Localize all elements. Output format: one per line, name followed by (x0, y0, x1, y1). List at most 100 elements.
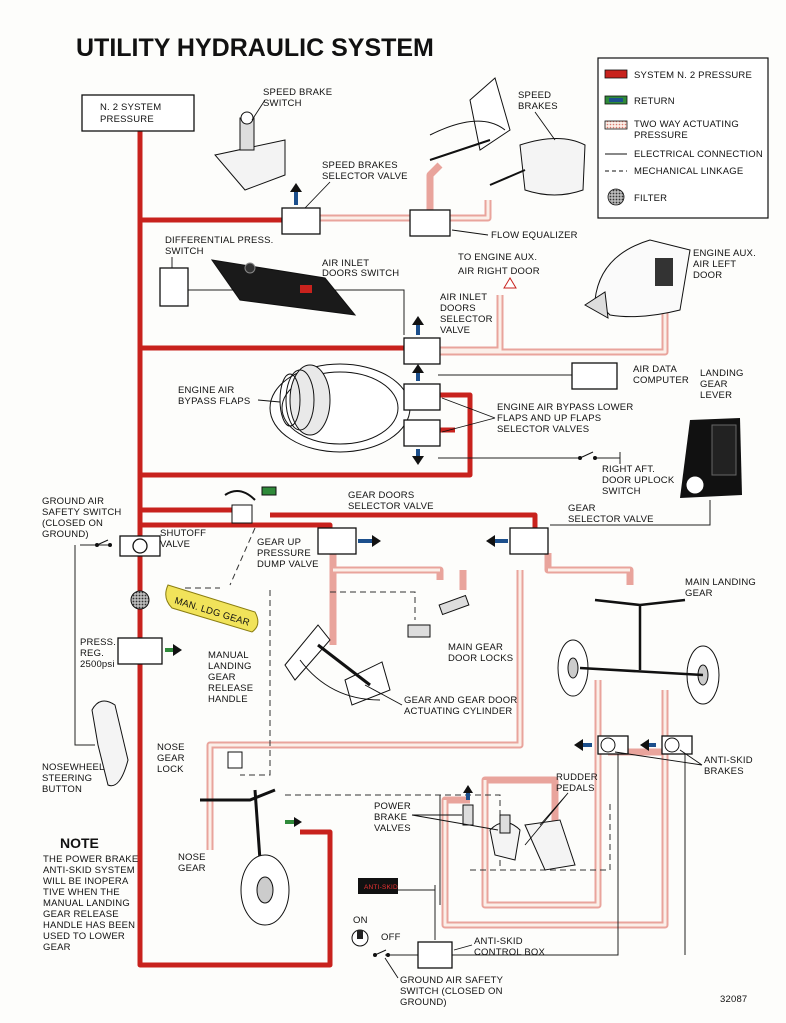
legend-swatch-two-way (604, 120, 628, 130)
legend-label-two-way-2: PRESSURE (634, 130, 688, 141)
note-line: ANTI-SKID SYSTEM (43, 865, 135, 876)
ground-air-safety-label: GROUND AIR (42, 496, 104, 507)
main-landing-gear-label: MAIN LANDING (685, 577, 756, 588)
anti-skid-brakes-label-2: BRAKES (704, 766, 744, 777)
right-aft-door-label-2: DOOR UPLOCK (602, 475, 675, 486)
dump-valve-label: GEAR UP (257, 537, 301, 548)
gear-door-cylinder-illustration (284, 624, 391, 706)
ground-air-safety-label-4: GROUND) (42, 529, 89, 540)
switch-off-label: OFF (381, 932, 401, 943)
dump-valve-label-3: DUMP VALVE (257, 559, 319, 570)
engine-aux-left-door-illustration (584, 239, 691, 319)
right-aft-door-label-3: SWITCH (602, 486, 641, 497)
bypass-upper-selector-valve (403, 383, 441, 411)
door-locks-label-2: DOOR LOCKS (448, 653, 513, 664)
door-locks-label: MAIN GEAR (448, 642, 503, 653)
press-reg-label-3: 2500psi (80, 659, 115, 670)
engine-air-bypass-flaps-illustration (269, 363, 411, 453)
nose-gear-lock-label-2: GEAR (157, 753, 185, 764)
manual-release-label-5: HANDLE (208, 694, 248, 705)
legend-label-two-way: TWO WAY ACTUATING (634, 119, 739, 130)
engine-aux-left-label: ENGINE AUX. (693, 248, 756, 259)
speed-brakes-selector-valve (281, 207, 321, 235)
air-inlet-selector-label-4: VALVE (440, 325, 470, 336)
landing-gear-lever-label: LANDING (700, 368, 744, 379)
nosewheel-steering-label: NOSEWHEEL (42, 762, 105, 773)
anti-skid-indicator (358, 878, 398, 894)
press-reg-valve (117, 637, 163, 665)
dump-valve-label-2: PRESSURE (257, 548, 311, 559)
legend-label-filter: FILTER (634, 193, 667, 204)
anti-skid-brakes-label: ANTI-SKID (704, 755, 753, 766)
switch-on-label: ON (353, 915, 368, 926)
speed-brakes-label: SPEED (518, 90, 551, 101)
speed-brakes-selector-label-2: SELECTOR VALVE (322, 171, 408, 182)
main-landing-gear-illustration (557, 598, 720, 705)
note-line: MANUAL LANDING (43, 898, 130, 909)
pressure-lines (137, 130, 538, 968)
engine-aux-left-label-3: DOOR (693, 270, 722, 281)
speed-brakes-selector-label: SPEED BRAKES (322, 160, 398, 171)
gear-selector-label: GEAR (568, 503, 596, 514)
dump-valve-illustration (224, 486, 277, 524)
press-reg-label: PRESS. (80, 637, 116, 648)
bypass-lower-selector-valve (403, 419, 441, 447)
speed-brake-switch-label-2: SWITCH (263, 98, 302, 109)
nosewheel-steering-illustration (91, 700, 129, 787)
nosewheel-steering-label-2: STEERING (42, 773, 92, 784)
nose-gear-lock-label: NOSE (157, 742, 185, 753)
bypass-flaps-label-2: BYPASS FLAPS (178, 396, 250, 407)
anti-skid-indicator-label: ANTI-SKID (364, 884, 398, 891)
right-aft-door-label: RIGHT AFT. (602, 464, 655, 475)
note-line: HANDLE HAS BEEN (43, 920, 135, 931)
n2-pressure-label: N. 2 SYSTEM (100, 102, 161, 113)
flow-equalizer-label: FLOW EQUALIZER (491, 230, 578, 241)
shutoff-valve-label: SHUTOFF (160, 528, 206, 539)
speed-brake-switch-label: SPEED BRAKE (263, 87, 332, 98)
note-line: GEAR (43, 942, 71, 953)
gear-doors-selector-valve (317, 527, 357, 555)
air-inlet-selector-label: AIR INLET (440, 292, 487, 303)
control-box-label-2: CONTROL BOX (474, 947, 545, 958)
bypass-selector-label-3: SELECTOR VALVES (497, 424, 589, 435)
landing-gear-lever-label-3: LEVER (700, 390, 732, 401)
gear-doors-selector-label: GEAR DOORS (348, 490, 414, 501)
air-inlet-selector-label-2: DOORS (440, 303, 476, 314)
landing-gear-lever-label-2: GEAR (700, 379, 728, 390)
diff-press-switch-label: DIFFERENTIAL PRESS. (165, 235, 274, 246)
diff-press-switch-label-2: SWITCH (165, 246, 204, 257)
landing-gear-lever-illustration (680, 418, 742, 498)
rudder-pedals-illustration (462, 785, 576, 871)
manual-release-label: MANUAL (208, 650, 249, 661)
to-engine-aux-label: TO ENGINE AUX. (458, 252, 537, 263)
ground-air-safety-2-label-2: SWITCH (CLOSED ON (400, 986, 503, 997)
press-reg-label-2: REG. (80, 648, 104, 659)
anti-skid-control-box (417, 941, 453, 969)
air-inlet-doors-switch-label: AIR INLET (322, 258, 369, 269)
legend-label-mechanical: MECHANICAL LINKAGE (634, 166, 743, 177)
ground-air-safety-label-2: SAFETY SWITCH (42, 507, 122, 518)
ground-air-safety-2-label: GROUND AIR SAFETY (400, 975, 504, 986)
air-data-computer-label-2: COMPUTER (633, 375, 689, 386)
two-way-lines (206, 162, 669, 929)
note-heading: NOTE (60, 835, 99, 851)
engine-aux-left-label-2: AIR LEFT (693, 259, 736, 270)
air-inlet-selector-label-3: SELECTOR (440, 314, 493, 325)
legend-label-return: RETURN (634, 96, 675, 107)
gear-selector-label-2: SELECTOR VALVE (568, 514, 654, 525)
legend-box (597, 57, 769, 219)
legend-label-electrical: ELECTRICAL CONNECTION (634, 149, 763, 160)
air-inlet-doors-switch-panel (210, 259, 357, 316)
legend: SYSTEM N. 2 PRESSURE RETURN TWO WAY ACTU… (597, 57, 769, 219)
nose-gear-lock-label-3: LOCK (157, 764, 184, 775)
legend-swatch-filter (607, 188, 625, 206)
control-box-label: ANTI-SKID (474, 936, 523, 947)
flow-equalizer-valve (409, 209, 451, 237)
n2-pressure-source-box (81, 94, 195, 132)
figure-number: 32087 (720, 994, 747, 1005)
to-engine-aux-label-2: AIR RIGHT DOOR (458, 266, 540, 277)
legend-label-pressure: SYSTEM N. 2 PRESSURE (634, 70, 752, 81)
gear-door-cylinder-label: GEAR AND GEAR DOOR (404, 695, 517, 706)
nose-gear-label-2: GEAR (178, 863, 206, 874)
